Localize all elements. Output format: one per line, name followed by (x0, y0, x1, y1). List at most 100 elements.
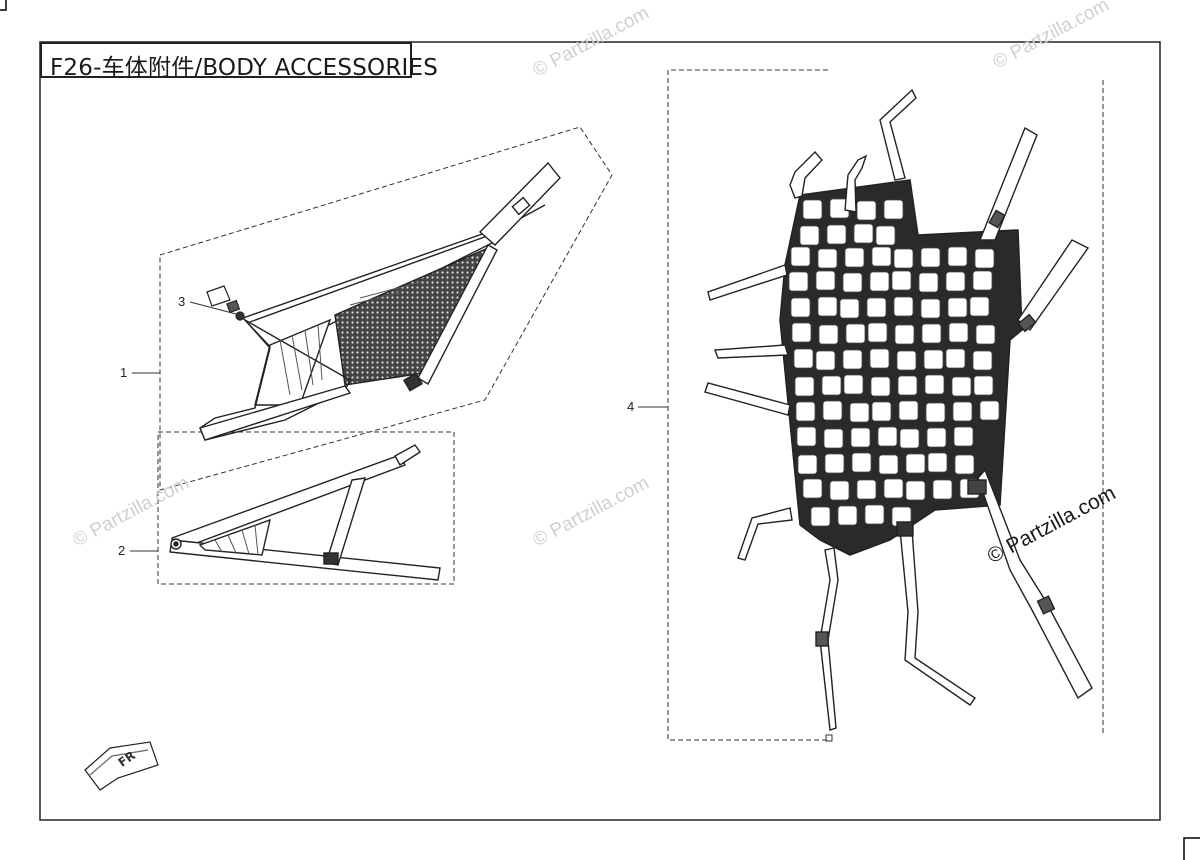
cargo-net-cell (791, 322, 812, 343)
group-outline-part-1 (159, 126, 613, 491)
cargo-net-cell (905, 453, 926, 474)
cargo-net-cell (871, 246, 892, 267)
cargo-net-cell (969, 296, 990, 317)
cargo-net-cell (843, 374, 864, 395)
cargo-net-cell (851, 452, 872, 473)
cargo-net-cell (864, 504, 885, 525)
diagram-title-box: F26-车体附件/BODY ACCESSORIES (40, 42, 438, 81)
door-net-part-1 (199, 161, 561, 441)
cargo-net-cell (947, 297, 968, 318)
cargo-net-cell (826, 224, 847, 245)
crop-mark-bottom-right (1183, 837, 1200, 860)
cargo-net-cell (952, 401, 973, 422)
callout-4: 4 (627, 399, 635, 414)
cargo-net-cell (793, 348, 814, 369)
cargo-net-cell (898, 400, 919, 421)
cargo-net-straps (704, 88, 1093, 731)
cargo-net-cell (920, 298, 941, 319)
door-net-side-strap (417, 244, 498, 385)
cargo-net-cell (923, 349, 944, 370)
cargo-net-cell (905, 480, 926, 501)
cargo-net-cell (973, 375, 994, 396)
group-outline-part-2 (157, 431, 455, 585)
cargo-net-part-4 (704, 88, 1093, 731)
cargo-net-cell (869, 271, 890, 292)
cargo-net-cell (972, 350, 993, 371)
cargo-net-cell (871, 401, 892, 422)
cargo-net-cell (883, 199, 904, 220)
cargo-net-cell (866, 297, 887, 318)
cargo-net-cell (856, 479, 877, 500)
cargo-net-cell (897, 375, 918, 396)
clip-part-3 (206, 285, 245, 321)
cargo-net-cell (817, 248, 838, 269)
cargo-net-cell (810, 506, 831, 527)
cargo-net-cell (837, 505, 858, 526)
cargo-net-cell (951, 376, 972, 397)
cargo-net-cell (845, 323, 866, 344)
cargo-net-cell (891, 270, 912, 291)
cargo-net-cell (790, 246, 811, 267)
cargo-net-cell (795, 401, 816, 422)
cargo-net-cell (972, 270, 993, 291)
cargo-net-cell (817, 296, 838, 317)
cargo-net-cell (799, 225, 820, 246)
door-net-strap-buckle (511, 196, 531, 216)
callout-2: 2 (118, 543, 126, 558)
cargo-net-cell (869, 348, 890, 369)
cargo-net-cell (794, 376, 815, 397)
cargo-net-cell (894, 324, 915, 345)
cargo-net-cell (920, 247, 941, 268)
cargo-net-cell (842, 272, 863, 293)
cargo-net-cell (932, 479, 953, 500)
cargo-net-cell (883, 478, 904, 499)
cargo-net-cell (867, 322, 888, 343)
front-direction-arrow-icon (84, 741, 159, 791)
cargo-net-cell (878, 454, 899, 475)
cargo-net-cell (926, 427, 947, 448)
cargo-net-cell (974, 248, 995, 269)
cargo-net-cell (824, 453, 845, 474)
cargo-net-cell (818, 324, 839, 345)
cargo-net-cell (802, 199, 823, 220)
cargo-net-cell (829, 480, 850, 501)
cargo-net-cell (947, 246, 968, 267)
side-net-vertical-strap (325, 477, 367, 566)
cargo-net-cell (823, 428, 844, 449)
cargo-net-cell (948, 322, 969, 343)
cargo-net-cell (924, 374, 945, 395)
cargo-net-cell (822, 400, 843, 421)
diagram-title: F26-车体附件/BODY ACCESSORIES (50, 55, 439, 81)
cargo-net-cell (796, 426, 817, 447)
leader-lines (130, 301, 668, 552)
cargo-net-cell (849, 402, 870, 423)
cargo-net-cell (870, 376, 891, 397)
cargo-net-cell (821, 375, 842, 396)
cargo-net-cell (842, 349, 863, 370)
cargo-net-cell (925, 402, 946, 423)
cargo-net-cell (953, 426, 974, 447)
cargo-net-cell (815, 270, 836, 291)
cargo-net-cell (893, 248, 914, 269)
cargo-net-cells (788, 198, 1000, 527)
cargo-net-cell (979, 400, 1000, 421)
cargo-net-cell (899, 428, 920, 449)
diagram-frame (39, 41, 1161, 821)
cargo-net-cell (927, 452, 948, 473)
cargo-net-cell (853, 223, 874, 244)
crop-mark-top-left (0, 0, 7, 11)
callout-1: 1 (120, 365, 128, 380)
cargo-net-cell (877, 426, 898, 447)
door-net-lower-buckle (402, 372, 424, 392)
cargo-net-cell (945, 271, 966, 292)
callout-3: 3 (178, 294, 186, 309)
group-outline-part-4 (667, 69, 1104, 742)
cargo-net-cell (945, 348, 966, 369)
cargo-net-cell (893, 296, 914, 317)
cargo-net-cell (921, 323, 942, 344)
cargo-net-cell (856, 200, 877, 221)
cargo-net-cell (790, 297, 811, 318)
cargo-net-cell (896, 350, 917, 371)
side-net-part-2 (169, 444, 441, 581)
